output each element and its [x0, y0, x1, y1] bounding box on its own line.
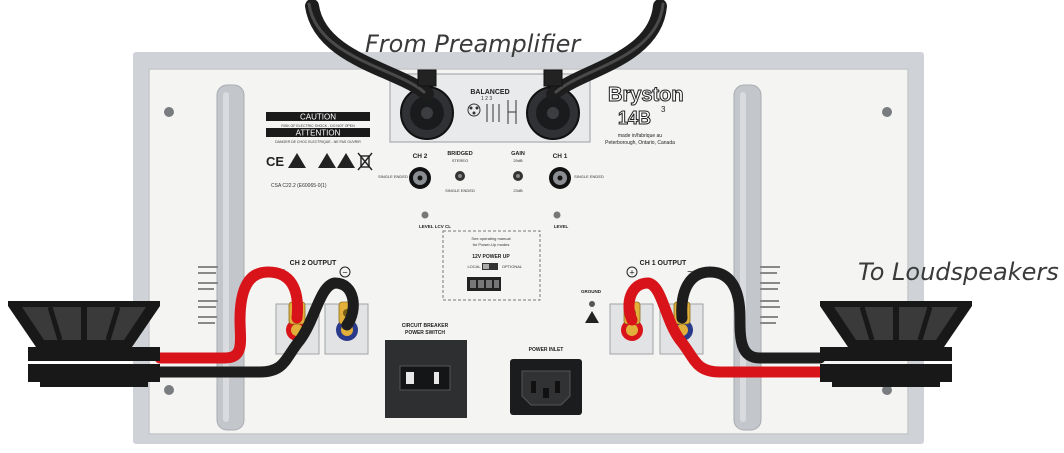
bridged-bottom-label: SINGLE ENDED: [445, 188, 475, 193]
gain-bottom-label: 23dB: [513, 188, 523, 193]
screw-icon: [164, 107, 174, 117]
mounting-screws: [164, 107, 892, 395]
input-cable-ch2-highlight: [307, 2, 426, 94]
brand-logo: Bryston: [608, 84, 684, 106]
left-handle: [216, 84, 245, 431]
rocker-switch-icon: [406, 372, 414, 384]
breaker-label-line1: CIRCUIT BREAKER: [402, 323, 449, 329]
warning-triangle-icon: [288, 153, 306, 168]
power-inlet-label: POWER INLET: [529, 347, 564, 353]
input-cable-ch1-highlight: [554, 2, 665, 94]
left-side-labels: [198, 266, 218, 324]
power-up-box: [442, 230, 541, 301]
from-preamplifier-caption: From Preamplifier: [365, 30, 581, 58]
power-up-mode-switch[interactable]: [482, 263, 498, 270]
caution-fine-text: RISK OF ELECTRIC SHOCK - DO NOT OPEN: [281, 124, 355, 128]
ch1-label: CH 1: [553, 153, 568, 160]
power-up-terminal-block[interactable]: [467, 277, 501, 291]
ch1-input-label: SINGLE ENDED: [574, 174, 604, 179]
ch2-minus-sign: −: [342, 268, 347, 278]
model-superscript: 3: [661, 105, 666, 114]
breaker-label-line2: POWER SWITCH: [405, 330, 445, 336]
xlr-plug-ch2: [417, 69, 437, 87]
iec-inlet-icon[interactable]: [510, 359, 582, 415]
power-up-note-line1: See operating manual: [471, 236, 510, 241]
screw-icon: [164, 385, 174, 395]
ch1-minus-sign: −: [687, 267, 693, 278]
ch1-output-label: CH 1 OUTPUT: [640, 260, 687, 267]
ch2-level-label: LEVEL LCV CL: [419, 224, 451, 229]
ground-label: GROUND: [581, 289, 602, 294]
left-handle-shine: [223, 92, 229, 422]
made-in-line2: Peterborough, Ontario, Canada: [605, 140, 675, 146]
csa-text: CSA C22.2 (E60065-0(1): [271, 183, 327, 189]
ch2-red-cable: [154, 266, 304, 364]
warning-triangle-icon: [318, 153, 336, 168]
power-up-note-line2: for Power-Up modes: [473, 242, 510, 247]
ch1-plus-sign: +: [629, 268, 634, 278]
gain-label: GAIN: [511, 151, 525, 157]
right-speaker-icon: [820, 301, 972, 387]
gain-switch-icon[interactable]: [513, 171, 523, 181]
ch1-black-cable: [676, 266, 826, 364]
caution-text: CAUTION: [300, 113, 336, 122]
ground-post-icon[interactable]: [589, 301, 595, 307]
ch2-label: CH 2: [413, 153, 428, 160]
right-handle: [733, 84, 762, 431]
ch1-level-label: LEVEL: [554, 224, 569, 229]
ch1-rca-jack-icon: [549, 167, 571, 189]
ch2-minus-ring: [339, 266, 351, 278]
to-loudspeakers-caption: To Loudspeakers: [858, 258, 1059, 286]
attention-label: [266, 128, 370, 137]
power-up-title: 12V POWER UP: [472, 254, 510, 260]
ch2-rca-jack-icon: [409, 167, 431, 189]
power-up-optional-label: OPTIONAL: [502, 264, 523, 269]
attention-text: ATTENTION: [296, 129, 341, 138]
made-in-line1: made in/fabrique au: [618, 133, 662, 139]
xlr-pin-numbers: 1 2 3: [481, 96, 492, 102]
left-speaker-cables: [154, 266, 359, 378]
bridged-label: BRIDGED: [447, 151, 472, 157]
ch2-input-label: SINGLE ENDED: [378, 174, 408, 179]
bridge-switch-icon[interactable]: [455, 171, 465, 181]
ce-mark-icon: CE: [266, 154, 284, 169]
attention-fine-text: DANGER DE CHOC ELECTRIQUE - NE PAS OUVRI…: [275, 140, 361, 144]
input-cables: [305, 0, 667, 101]
gain-sub-label: 29dB: [513, 158, 523, 163]
balanced-label: BALANCED: [470, 89, 509, 96]
weee-bin-icon: [357, 152, 373, 171]
left-speaker-icon: [8, 301, 160, 387]
caution-label: [266, 112, 370, 121]
xlr-plug-ch1: [543, 69, 563, 87]
ch2-black-cable: [154, 277, 359, 378]
ch1-level-led-icon: [553, 211, 561, 219]
model-label: 14B: [618, 108, 651, 128]
ch2-level-led-icon: [421, 211, 429, 219]
bridged-sub-label: STEREO: [452, 158, 468, 163]
lightning-triangle-icon: [337, 153, 355, 168]
ch1-xlr-connector-icon: [526, 86, 580, 140]
xlr-pinout-icon: [467, 100, 517, 124]
screw-icon: [882, 385, 892, 395]
right-speaker-cables: [623, 266, 826, 378]
ch1-red-cable: [623, 277, 826, 378]
power-up-mode-switch-knob: [483, 264, 489, 269]
ch2-output-label: CH 2 OUTPUT: [290, 260, 337, 267]
ground-warning-icon: [585, 311, 599, 323]
screw-icon: [882, 107, 892, 117]
power-up-local-label: LOCAL: [467, 264, 481, 269]
right-side-labels: [760, 266, 780, 324]
ch2-xlr-connector-icon: [400, 86, 454, 140]
rocker-switch-mark: [434, 372, 439, 384]
ch1-plus-ring: [626, 266, 638, 278]
